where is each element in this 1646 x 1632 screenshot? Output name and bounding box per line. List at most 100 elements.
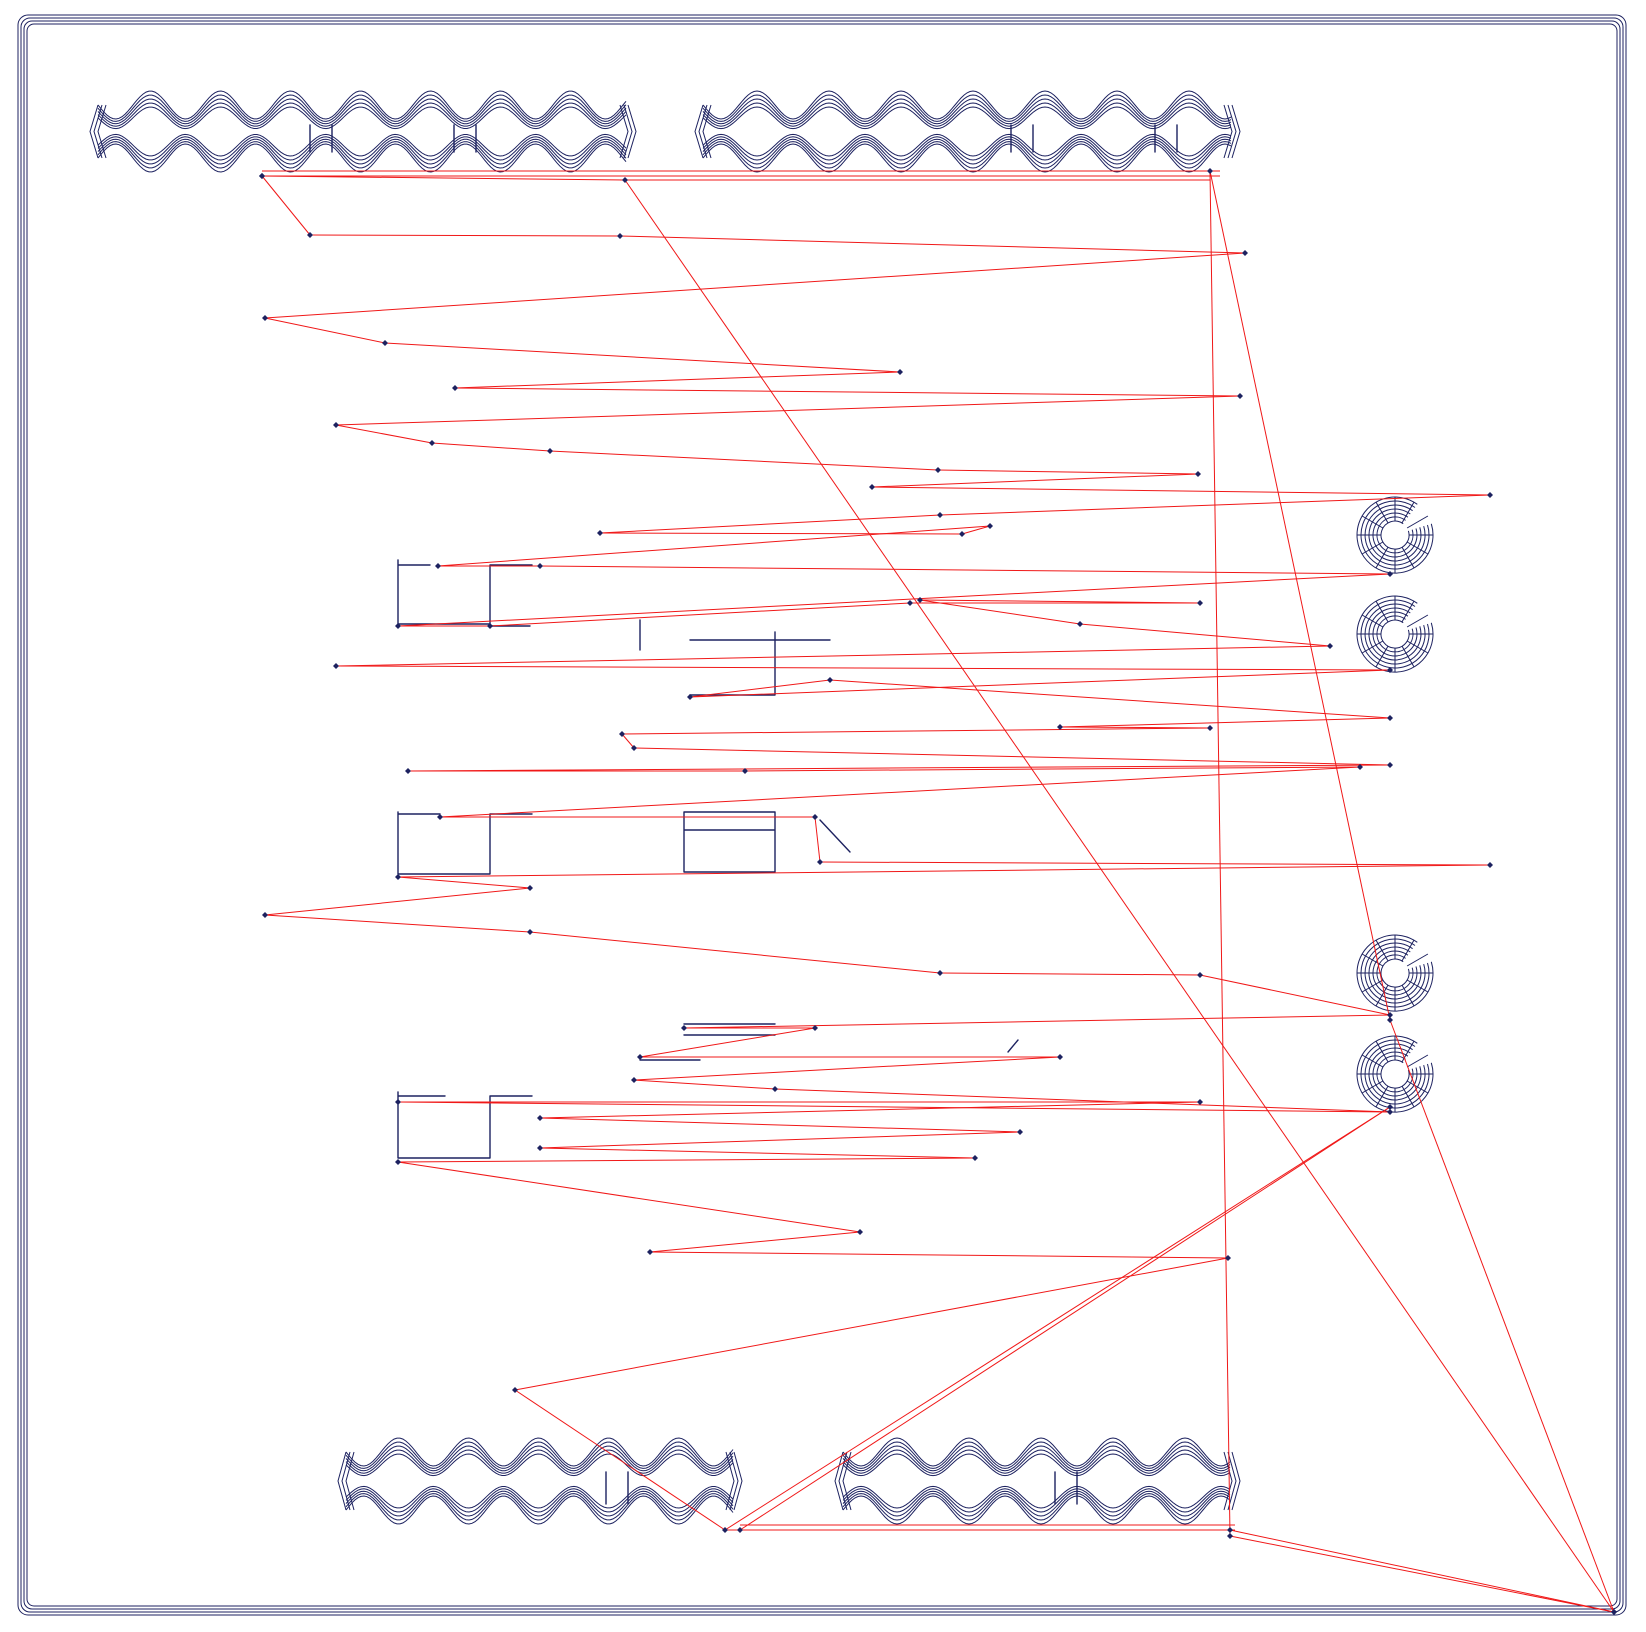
travel-move [819,861,1491,866]
travel-move [871,473,1199,488]
travel-move [829,679,1391,719]
travel-move [437,525,991,567]
point-marker-icon [437,814,443,820]
point-marker-icon [259,173,265,179]
point-marker-icon [1387,1104,1393,1110]
travel-move [1079,623,1331,647]
travel-move [264,252,1246,319]
travel-move [633,747,1391,766]
travel-move [649,1231,861,1253]
travel-move [397,864,1491,878]
travel-move [774,1088,1391,1113]
wavy-panel-top-left [89,90,637,173]
travel-move [919,599,1081,625]
point-marker-icon [395,623,401,629]
point-marker-icon [1017,1129,1023,1135]
travel-move [1229,1535,1615,1613]
point-marker-icon [262,912,268,918]
point-marker-icon [1197,600,1203,606]
point-marker-icon [1387,667,1393,673]
travel-move [1059,717,1391,728]
point-marker-icon [827,677,833,683]
point-marker-icon [722,1527,728,1533]
point-marker-icon [1227,1527,1233,1533]
point-marker-icon [812,814,818,820]
point-marker-icon [772,1086,778,1092]
point-marker-icon [1195,471,1201,477]
travel-move [439,766,1361,818]
travel-move [639,1027,816,1058]
point-marker-icon [737,1527,743,1533]
point-marker-icon [937,512,943,518]
point-marker-icon [597,530,603,536]
point-marker-icon [935,467,941,473]
point-marker-icon [1242,250,1248,256]
travel-move [335,395,1241,426]
travel-move [397,573,1391,627]
point-marker-icon [1387,1109,1393,1115]
travel-move [871,486,1491,496]
point-marker-icon [382,340,388,346]
travel-move [384,342,901,373]
point-marker-icon [907,600,913,606]
point-marker-icon [1357,764,1363,770]
point-marker-icon [742,768,748,774]
travel-move [621,733,635,749]
point-marker-icon [1057,724,1063,730]
travel-move [937,469,1199,475]
point-marker-icon [512,1387,518,1393]
travel-move [1229,1529,1615,1613]
point-marker-icon [687,694,693,700]
travel-move [261,175,626,181]
point-marker-icon [812,1025,818,1031]
travel-move [539,1131,1021,1149]
point-markers [259,168,1617,1615]
travel-move [689,669,1391,698]
point-marker-icon [1387,1017,1393,1023]
travel-move [549,450,939,471]
bracket-group-1 [397,559,831,696]
travel-move [539,565,1391,575]
point-marker-icon [452,385,458,391]
travel-move [689,679,831,698]
travel-move [397,876,531,889]
travel-move [335,665,1391,671]
point-marker-icon [1387,762,1393,768]
travel-move [264,887,531,916]
travel-move [529,931,941,974]
point-marker-icon [395,1159,401,1165]
travel-move [919,599,1201,604]
travel-move [489,602,911,627]
point-marker-icon [333,422,339,428]
point-marker-icon [537,1145,543,1151]
travel-move [431,442,551,452]
travel-move [335,424,433,444]
point-marker-icon [937,970,943,976]
point-marker-icon [1611,1609,1617,1615]
hook-ring-1 [1356,496,1434,574]
point-marker-icon [547,448,553,454]
point-marker-icon [972,1155,978,1161]
travel-move [633,1079,776,1090]
travel-move [397,1161,861,1233]
travel-move [961,525,991,535]
point-marker-icon [262,315,268,321]
point-marker-icon [537,1115,543,1121]
outer-border-frame [17,14,1627,1616]
travel-move [514,1257,1229,1391]
travel-move [621,727,1211,735]
bracket-group-2 [397,811,851,875]
travel-move [454,387,1241,397]
point-marker-icon [1387,715,1393,721]
point-marker-icon [637,1054,643,1060]
travel-move [539,1101,1201,1119]
travel-move [633,1056,1061,1081]
travel-move [335,645,1331,667]
travel-move [539,1117,1021,1133]
travel-move [739,1106,1391,1531]
point-marker-icon [631,1077,637,1083]
point-marker-icon [487,623,493,629]
point-marker-icon [681,1025,687,1031]
point-marker-icon [333,663,339,669]
